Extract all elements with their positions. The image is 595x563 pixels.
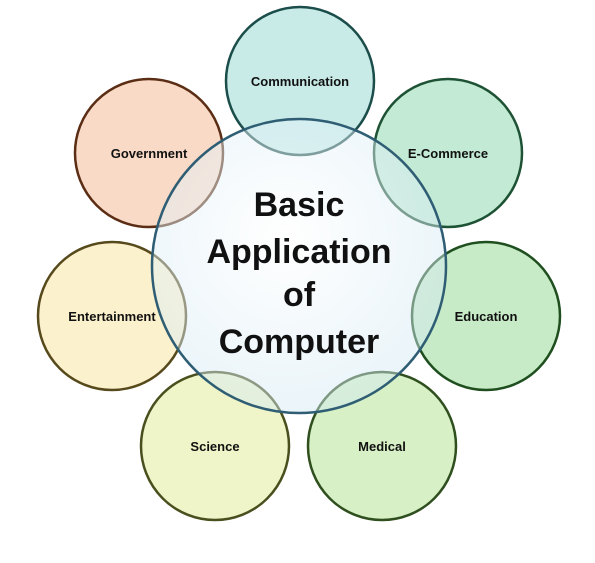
- center-node: Basic Application of Computer: [150, 117, 448, 415]
- center-circle: [150, 117, 448, 415]
- satellite-communication: Communication: [224, 5, 376, 157]
- satellite-label: Science: [190, 439, 239, 454]
- satellite-label: Entertainment: [68, 309, 156, 324]
- satellite-label: Medical: [358, 439, 406, 454]
- satellite-label: E-Commerce: [408, 146, 488, 161]
- satellite-label: Education: [455, 309, 518, 324]
- satellite-entertainment: Entertainment: [36, 240, 188, 392]
- center-line-4: Computer: [219, 323, 380, 361]
- center-line-2: Application: [206, 233, 391, 271]
- center-line-1: Basic: [254, 186, 345, 224]
- center-line-3: of: [283, 276, 316, 314]
- satellite-label: Government: [111, 146, 188, 161]
- satellite-science: Science: [139, 370, 291, 522]
- satellite-label: Communication: [251, 74, 349, 89]
